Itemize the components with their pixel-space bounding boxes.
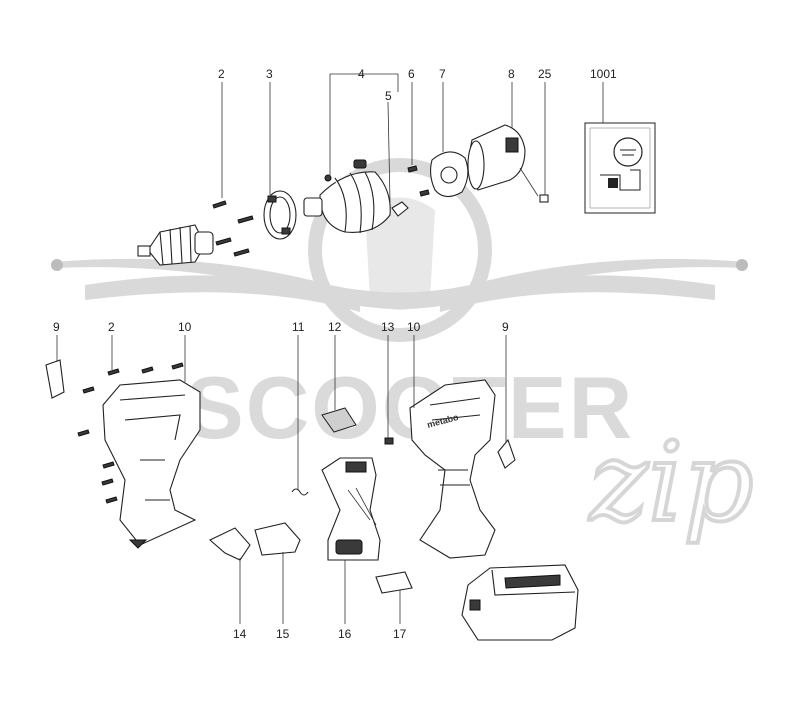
electric-motor	[467, 124, 539, 197]
end-cap-right	[497, 438, 516, 469]
callout-9-left: 9	[53, 320, 60, 334]
housing-half-left	[102, 379, 201, 549]
callout-8: 8	[508, 67, 515, 81]
clamp-ring	[263, 190, 297, 240]
bracket-left	[209, 527, 251, 561]
callout-2-top: 2	[218, 67, 225, 81]
end-cap-left	[45, 359, 65, 399]
callout-12: 12	[328, 320, 342, 334]
callout-10-left: 10	[178, 320, 192, 334]
circuit-diagram-box	[584, 122, 656, 214]
callout-1001: 1001	[590, 67, 617, 81]
callout-3: 3	[266, 67, 273, 81]
spring	[291, 488, 309, 496]
callout-4: 4	[358, 67, 365, 81]
drill-chuck	[137, 224, 214, 266]
callout-9-right: 9	[502, 320, 509, 334]
watermark-text-script: zip	[588, 418, 754, 546]
callout-16: 16	[338, 627, 352, 641]
callout-6: 6	[408, 67, 415, 81]
callout-7: 7	[439, 67, 446, 81]
battery-pack	[461, 564, 579, 641]
housing-half-right: metabo	[409, 379, 496, 559]
gearbox	[303, 159, 391, 234]
callout-11: 11	[292, 320, 305, 334]
screw-group-motor	[407, 165, 430, 197]
callout-14: 14	[233, 627, 247, 641]
slider-button	[321, 407, 357, 433]
callout-2-bottom: 2	[108, 320, 115, 334]
leader-lines	[56, 73, 604, 624]
callout-13: 13	[381, 320, 395, 334]
callout-25: 25	[538, 67, 552, 81]
switch-assembly	[321, 457, 381, 561]
motor-plate	[429, 151, 469, 198]
watermark-text-main: SCOOTER	[185, 358, 634, 457]
label-sticker	[375, 571, 413, 594]
watermark: SCOOTER zip	[51, 158, 756, 548]
small-component	[539, 194, 549, 203]
callout-10-right: 10	[407, 320, 421, 334]
small-clip	[384, 437, 394, 445]
callout-17: 17	[393, 627, 407, 641]
callout-15: 15	[276, 627, 290, 641]
callout-labels: 2 3 4 5 6 7 8 25 1001 9 2 10 11 12 13 10…	[53, 67, 617, 641]
screw-group-top	[212, 200, 254, 257]
bracket-right	[254, 522, 301, 556]
callout-5: 5	[385, 89, 392, 103]
bit-holder	[391, 201, 409, 217]
